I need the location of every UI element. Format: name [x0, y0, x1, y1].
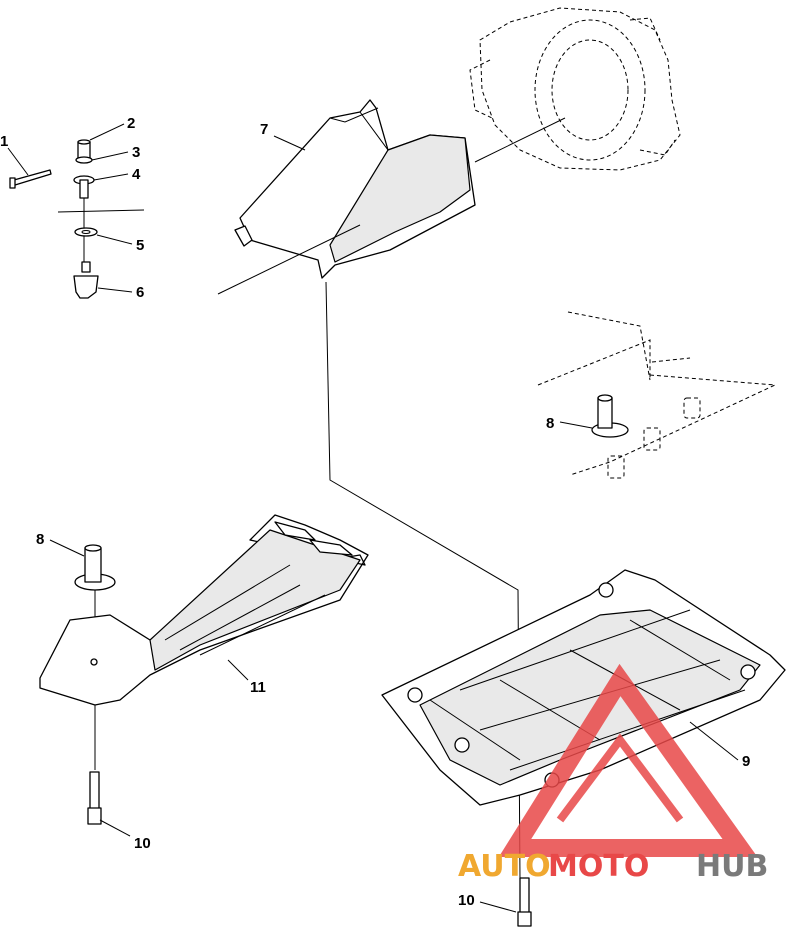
callout-7: 7 [260, 121, 268, 138]
watermark-text-moto: MOTO [548, 849, 649, 884]
callout-8-left: 8 [36, 531, 44, 548]
callout-5: 5 [136, 237, 144, 254]
watermark-inner-triangle [556, 733, 684, 823]
bolt-right [517, 877, 532, 927]
dashed-bumpers [607, 397, 701, 479]
chain-guard-part [234, 99, 476, 279]
callout-3: 3 [132, 144, 140, 161]
callout-1: 1 [0, 133, 8, 150]
leader-lines [7, 123, 739, 913]
callout-10-right: 10 [458, 892, 475, 909]
watermark-text-hub: HUB [696, 849, 768, 884]
callout-9: 9 [742, 753, 750, 770]
watermark-logo: AUTO MOTO HUB [458, 663, 768, 884]
skid-plate-part [381, 569, 786, 806]
tunnel-outline [537, 311, 777, 476]
bolt-left [87, 771, 102, 825]
callout-6: 6 [136, 284, 144, 301]
watermark-text-auto: AUTO [458, 849, 551, 884]
engine-axis-line [474, 117, 566, 163]
engine-outline [469, 7, 681, 171]
hardware-stack [9, 139, 145, 299]
bumper-pad [591, 394, 629, 438]
callout-8-right: 8 [546, 415, 554, 432]
bumper-pad-left [74, 544, 116, 591]
callout-4: 4 [132, 166, 141, 183]
callout-10-left: 10 [134, 835, 151, 852]
callout-2: 2 [127, 115, 135, 132]
bracket-part [39, 514, 369, 706]
guard-axis-line [217, 224, 361, 295]
callout-11: 11 [250, 679, 266, 696]
watermark-triangle-icon [498, 663, 758, 857]
